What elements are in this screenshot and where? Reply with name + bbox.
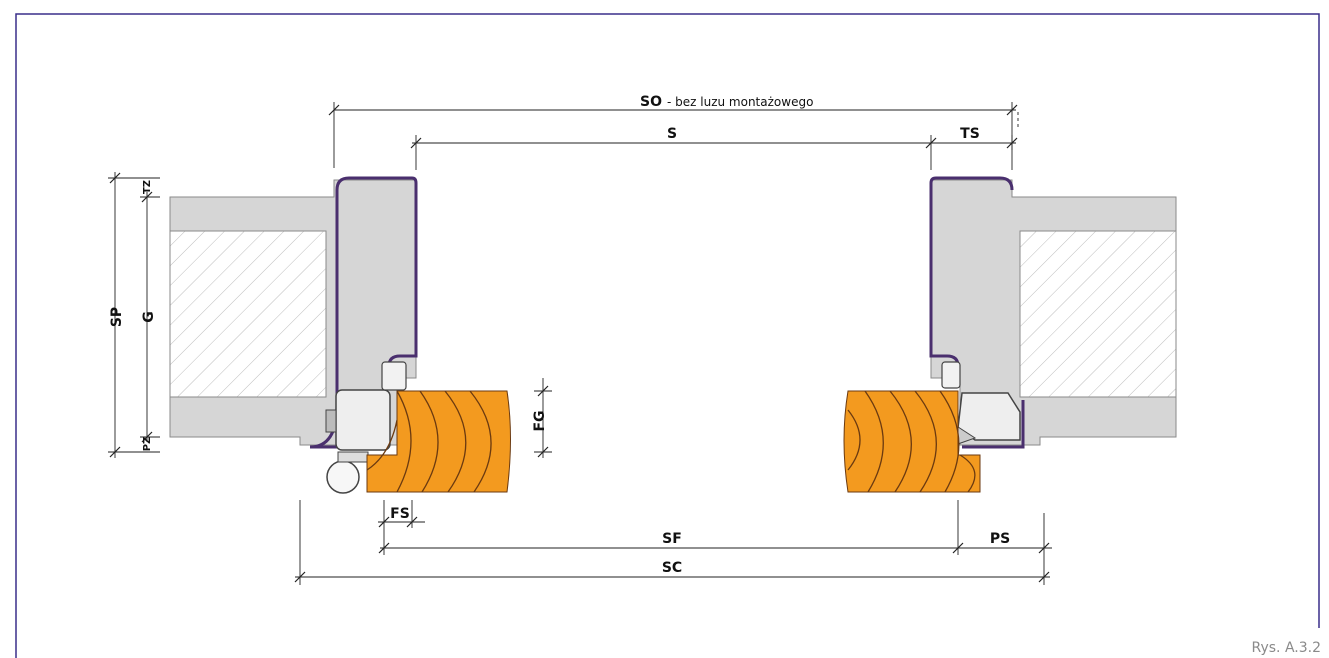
- label-fs: FS: [390, 506, 410, 522]
- left-hinge-icon: [325, 361, 407, 494]
- label-ts: TS: [960, 126, 980, 142]
- right-door-leaf: [843, 390, 981, 493]
- label-tz: TZ: [142, 180, 153, 194]
- label-ps: PS: [990, 531, 1010, 547]
- page-border: [15, 13, 1320, 658]
- left-wall: [169, 179, 417, 446]
- label-sc: SC: [662, 560, 682, 576]
- left-door-leaf: [366, 390, 511, 493]
- right-wall: [930, 179, 1177, 446]
- label-g: G: [141, 311, 157, 323]
- label-so-note: - bez luzu montażowego: [667, 95, 813, 109]
- label-s: S: [667, 126, 677, 142]
- right-catch-icon: [941, 361, 1021, 446]
- label-so: SO: [640, 94, 662, 110]
- label-sp: SP: [109, 307, 125, 327]
- dimension-ticks: [109, 104, 1050, 583]
- label-pz: PZ: [142, 437, 153, 452]
- label-fg: FG: [532, 410, 548, 431]
- label-sf: SF: [662, 531, 682, 547]
- figure-caption: Rys. A.3.2: [1251, 640, 1322, 656]
